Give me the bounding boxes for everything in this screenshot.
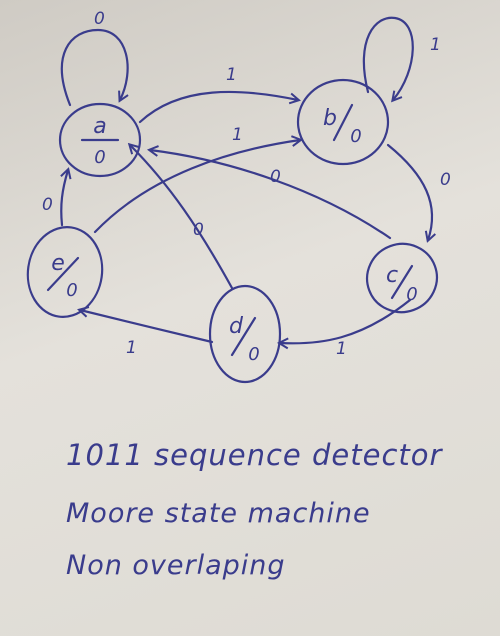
input-label-b-c: 0	[440, 170, 451, 190]
state-e-output: 0	[66, 280, 77, 301]
input-label-e-b: 1	[232, 125, 243, 145]
input-label-a-a: 0	[94, 9, 105, 29]
note-line-3: Non overlaping	[66, 550, 286, 581]
state-a-name: a	[93, 114, 106, 139]
state-c-output: 0	[406, 284, 417, 305]
transition-b-b	[362, 16, 414, 100]
state-b-output: 0	[350, 126, 361, 147]
state-d-name: d	[229, 314, 244, 339]
note-line-2: Moore state machine	[66, 498, 371, 529]
input-label-b-b: 1	[430, 35, 441, 55]
state-e: e 0	[26, 226, 104, 318]
state-b-name: b	[323, 106, 337, 131]
state-a: a 0	[58, 102, 142, 178]
input-label-d-e: 1	[126, 338, 137, 358]
input-label-a-b: 1	[226, 65, 237, 85]
transition-a-a	[60, 28, 129, 107]
transition-e-b	[93, 140, 300, 234]
transition-d-e	[80, 310, 214, 344]
state-d: d 0	[208, 284, 282, 384]
state-e-name: e	[51, 251, 65, 276]
input-label-e-a: 0	[42, 195, 53, 215]
note-line-1: 1011 sequence detector	[66, 438, 443, 472]
input-label-c-a: 0	[270, 167, 281, 187]
state-b: b 0	[296, 78, 390, 166]
state-c-name: c	[386, 263, 398, 288]
state-d-output: 0	[248, 344, 259, 365]
transition-d-a	[130, 145, 234, 290]
input-label-c-d: 1	[336, 339, 347, 359]
transition-b-c	[386, 143, 432, 240]
input-label-d-a: 0	[193, 220, 204, 240]
transition-e-a	[60, 170, 68, 227]
transition-a-b	[138, 90, 298, 124]
state-c: c 0	[366, 242, 438, 314]
transition-c-a	[150, 150, 392, 240]
transition-c-d	[280, 298, 412, 343]
state-a-output: 0	[94, 147, 105, 168]
